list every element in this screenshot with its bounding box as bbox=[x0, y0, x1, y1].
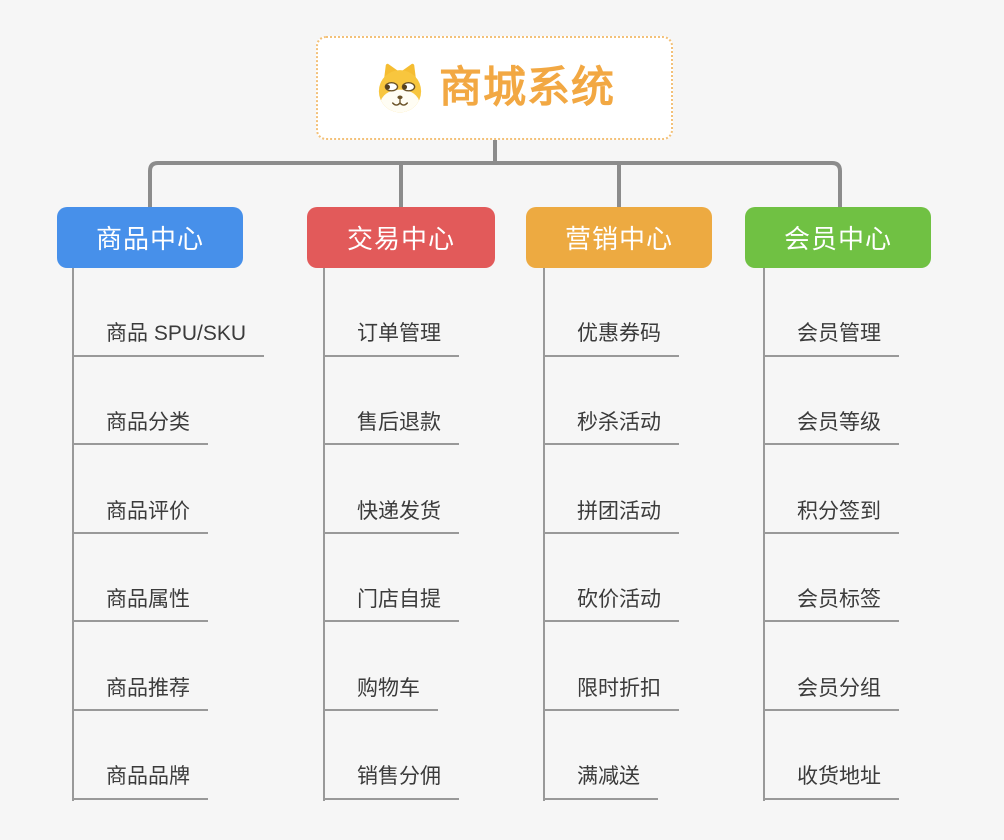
branch-label: 商品中心 bbox=[95, 224, 204, 254]
mindmap-item[interactable]: 商品分类 bbox=[72, 357, 208, 446]
mindmap-item[interactable]: 收货地址 bbox=[763, 711, 899, 800]
item-label: 会员管理 bbox=[797, 322, 881, 346]
item-label: 售后退款 bbox=[357, 411, 441, 434]
mindmap-item[interactable]: 购物车 bbox=[323, 622, 438, 711]
item-label: 会员分组 bbox=[797, 676, 881, 700]
branch-label: 营销中心 bbox=[564, 224, 673, 254]
item-label: 积分签到 bbox=[797, 499, 881, 523]
branch-label: 交易中心 bbox=[346, 224, 455, 254]
root-node[interactable]: 商城系统 bbox=[316, 36, 673, 140]
branch-product-children: 商品 SPU/SKU 商品分类 商品评价 商品属性 商品推荐 商品品牌 bbox=[72, 268, 265, 801]
item-label: 会员等级 bbox=[797, 411, 881, 434]
item-label: 商品分类 bbox=[106, 411, 190, 434]
item-label: 满减送 bbox=[577, 765, 640, 789]
item-label: 购物车 bbox=[357, 676, 420, 700]
mindmap-item[interactable]: 会员等级 bbox=[763, 357, 899, 446]
item-label: 商品属性 bbox=[106, 588, 190, 612]
item-label: 快递发货 bbox=[357, 499, 441, 523]
branch-label: 会员中心 bbox=[783, 224, 892, 254]
mindmap-item[interactable]: 积分签到 bbox=[763, 445, 899, 534]
mindmap-item[interactable]: 砍价活动 bbox=[543, 534, 679, 623]
connector-path bbox=[148, 140, 842, 210]
mindmap-item[interactable]: 商品属性 bbox=[72, 534, 208, 623]
branch-product-center[interactable]: 商品中心 bbox=[57, 207, 243, 268]
item-label: 订单管理 bbox=[357, 322, 441, 346]
branch-member-center[interactable]: 会员中心 bbox=[745, 207, 931, 268]
item-label: 限时折扣 bbox=[577, 676, 661, 700]
branch-trade-center[interactable]: 交易中心 bbox=[307, 207, 495, 268]
mindmap-item[interactable]: 秒杀活动 bbox=[543, 357, 679, 446]
mindmap-item[interactable]: 快递发货 bbox=[323, 445, 459, 534]
mindmap-item[interactable]: 商品品牌 bbox=[72, 711, 208, 800]
mindmap-item[interactable]: 优惠券码 bbox=[543, 268, 679, 357]
mindmap-item[interactable]: 商品评价 bbox=[72, 445, 208, 534]
mindmap-item[interactable]: 拼团活动 bbox=[543, 445, 679, 534]
branch-trade-children: 订单管理 售后退款 快递发货 门店自提 购物车 销售分佣 bbox=[323, 268, 459, 801]
branch-member-children: 会员管理 会员等级 积分签到 会员标签 会员分组 收货地址 bbox=[763, 268, 899, 801]
mindmap-item[interactable]: 会员管理 bbox=[763, 268, 899, 357]
item-label: 拼团活动 bbox=[577, 499, 661, 523]
mindmap-item[interactable]: 订单管理 bbox=[323, 268, 459, 357]
mindmap-item[interactable]: 商品 SPU/SKU bbox=[72, 268, 265, 357]
root-label: 商城系统 bbox=[439, 63, 615, 112]
item-label: 商品 SPU/SKU bbox=[106, 322, 247, 346]
mindmap-item[interactable]: 会员分组 bbox=[763, 622, 899, 711]
mindmap-item[interactable]: 满减送 bbox=[543, 711, 658, 800]
item-label: 销售分佣 bbox=[357, 765, 441, 789]
branch-marketing-children: 优惠券码 秒杀活动 拼团活动 砍价活动 限时折扣 满减送 bbox=[543, 268, 679, 801]
mindmap-item[interactable]: 限时折扣 bbox=[543, 622, 679, 711]
shiba-dog-icon bbox=[378, 63, 422, 113]
item-label: 商品推荐 bbox=[106, 676, 190, 700]
item-label: 商品评价 bbox=[106, 499, 190, 523]
item-label: 秒杀活动 bbox=[577, 411, 661, 434]
mindmap-item[interactable]: 门店自提 bbox=[323, 534, 459, 623]
item-label: 砍价活动 bbox=[577, 588, 661, 612]
mindmap-item[interactable]: 会员标签 bbox=[763, 534, 899, 623]
item-label: 优惠券码 bbox=[577, 322, 661, 346]
item-label: 收货地址 bbox=[797, 765, 881, 789]
mindmap-item[interactable]: 商品推荐 bbox=[72, 622, 208, 711]
item-label: 会员标签 bbox=[797, 588, 881, 612]
item-label: 门店自提 bbox=[357, 588, 441, 612]
item-label: 商品品牌 bbox=[106, 765, 190, 789]
mindmap-item[interactable]: 售后退款 bbox=[323, 357, 459, 446]
mindmap-item[interactable]: 销售分佣 bbox=[323, 711, 459, 800]
branch-marketing-center[interactable]: 营销中心 bbox=[526, 207, 712, 268]
